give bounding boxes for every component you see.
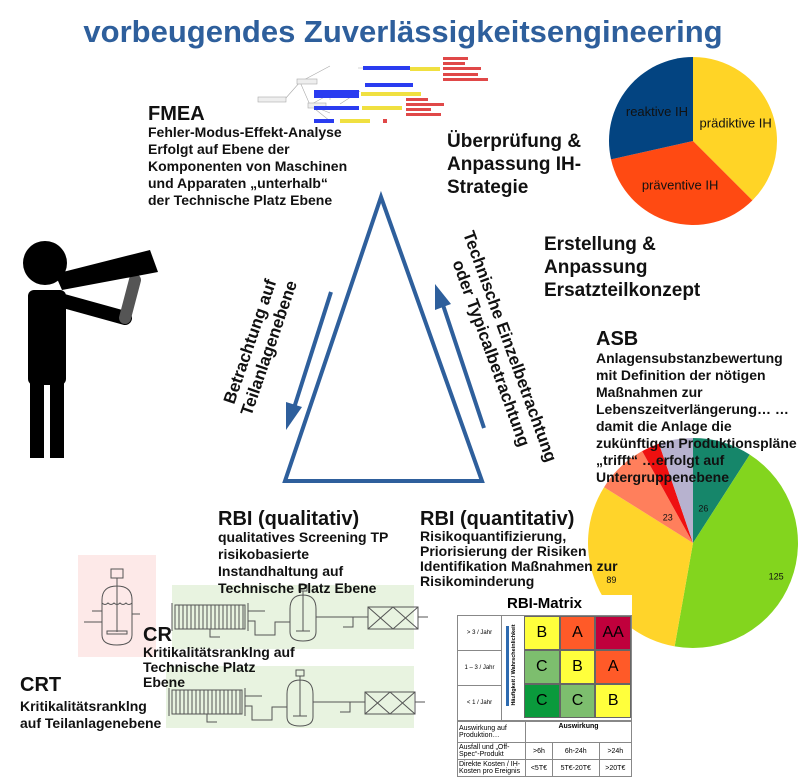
y-axis: Häufigkeit / Wahrscheinlichkeit	[501, 616, 524, 720]
matrix-cell: C	[524, 684, 560, 718]
footer-value: <5T€	[525, 759, 553, 777]
y-axis-label: Häufigkeit / Wahrscheinlichkeit	[511, 624, 517, 706]
cr-text: Kritikalitätsrankl​ng auf Technische Pla…	[143, 644, 295, 690]
pie-slice	[609, 57, 693, 160]
rbi-matrix-title: RBI-Matrix	[506, 595, 582, 612]
cr-heading: CR	[143, 624, 172, 646]
matrix-cell: AA	[595, 616, 631, 650]
fmea-description: Fehler-Modus-Effekt-Analyse Erfolgt auf …	[148, 124, 348, 208]
impact-table: Auswirkung auf Produktion… Auswirkung Au…	[457, 721, 633, 777]
strategy-pie-chart: prädiktive IH präventive IH reaktive IH	[609, 57, 778, 225]
process-line-icon	[171, 584, 428, 642]
matrix-cell: B	[524, 616, 560, 650]
crt-heading: CRT	[20, 674, 62, 696]
crt-text: Kritikalitätsrankl​ng auf Teilanlagenebe…	[20, 698, 162, 731]
matrix-cell: B	[559, 650, 596, 684]
rbi-qualitative-text: qualitatives Screening TP risikobasierte…	[218, 529, 389, 596]
pie-label: 26	[698, 504, 708, 514]
row-label: > 3 / Jahr	[458, 616, 501, 651]
asb-description: Anlagensubstanzbewertung mit Definition …	[596, 350, 797, 485]
fmea-mindmap	[257, 57, 488, 123]
process-line-icon	[168, 669, 425, 727]
rbi-matrix: RBI-Matrix > 3 / Jahr 1 – 3 / Jahr < 1 /…	[457, 595, 633, 777]
rbi-qualitative-heading: RBI (qualitativ)	[218, 508, 360, 530]
pie-label: präventive IH	[642, 177, 719, 192]
pie-label: 125	[769, 572, 784, 582]
footer-value: 6h-24h	[551, 742, 600, 760]
asb-heading: ASB	[596, 328, 639, 350]
impact-label: Auswirkung auf Produktion…	[457, 721, 526, 743]
triangle-outline	[282, 190, 485, 483]
rbi-quantitative-text: Risikoquantifizierung, Priorisierung der…	[420, 528, 618, 589]
footer-value: >20T€	[598, 759, 633, 777]
x-axis-label: Auswirkung	[525, 721, 632, 743]
pie-slice	[693, 57, 778, 201]
pie-slice	[659, 438, 693, 543]
spare-parts-text: Erstellung & Anpassung Ersatzteilkonzept	[544, 234, 701, 301]
page-title: vorbeugendes Zuverlässigkeitsengineering	[83, 14, 723, 49]
footer-label: Direkte Kosten / IH-Kosten pro Ereignis	[457, 759, 526, 777]
pie-slice	[642, 443, 693, 543]
rbi-quantitative-heading: RBI (quantitativ)	[420, 508, 575, 530]
fmea-heading: FMEA	[148, 103, 205, 125]
pie-slice	[674, 454, 799, 648]
footer-label: Ausfall und „Off-Spec“-Produkt	[457, 742, 526, 760]
arrow-down-left	[286, 291, 333, 430]
row-label: 1 – 3 / Jahr	[458, 651, 501, 686]
up-arrow-icon	[506, 626, 509, 706]
frequency-labels: > 3 / Jahr 1 – 3 / Jahr < 1 / Jahr	[458, 616, 501, 720]
row-label: < 1 / Jahr	[466, 700, 493, 706]
matrix-cell: C	[559, 684, 596, 718]
asb-pie-chart: 26 125 89 23	[588, 438, 799, 648]
pie-label: 23	[663, 512, 673, 522]
matrix-cell: B	[595, 684, 631, 718]
pie-label: reaktive IH	[626, 104, 688, 119]
footer-value: >6h	[525, 742, 553, 760]
arrow-up-right	[435, 284, 486, 429]
matrix-cell: A	[595, 650, 631, 684]
pie-label: prädiktive IH	[700, 115, 772, 130]
strategy-text: Überprüfung & Anpassung IH-Strategie	[447, 131, 582, 198]
reactor-vessel-icon	[84, 568, 140, 646]
pie-slice	[611, 141, 753, 225]
person-with-telescope-icon	[23, 241, 158, 458]
footer-value: 5T€-20T€	[551, 759, 600, 777]
pie-slice	[604, 451, 693, 543]
pie-slice	[693, 438, 750, 543]
footer-value: >24h	[598, 742, 633, 760]
matrix-cell: C	[524, 650, 560, 684]
matrix-cell: A	[559, 616, 596, 650]
pie-label: 89	[606, 575, 616, 585]
